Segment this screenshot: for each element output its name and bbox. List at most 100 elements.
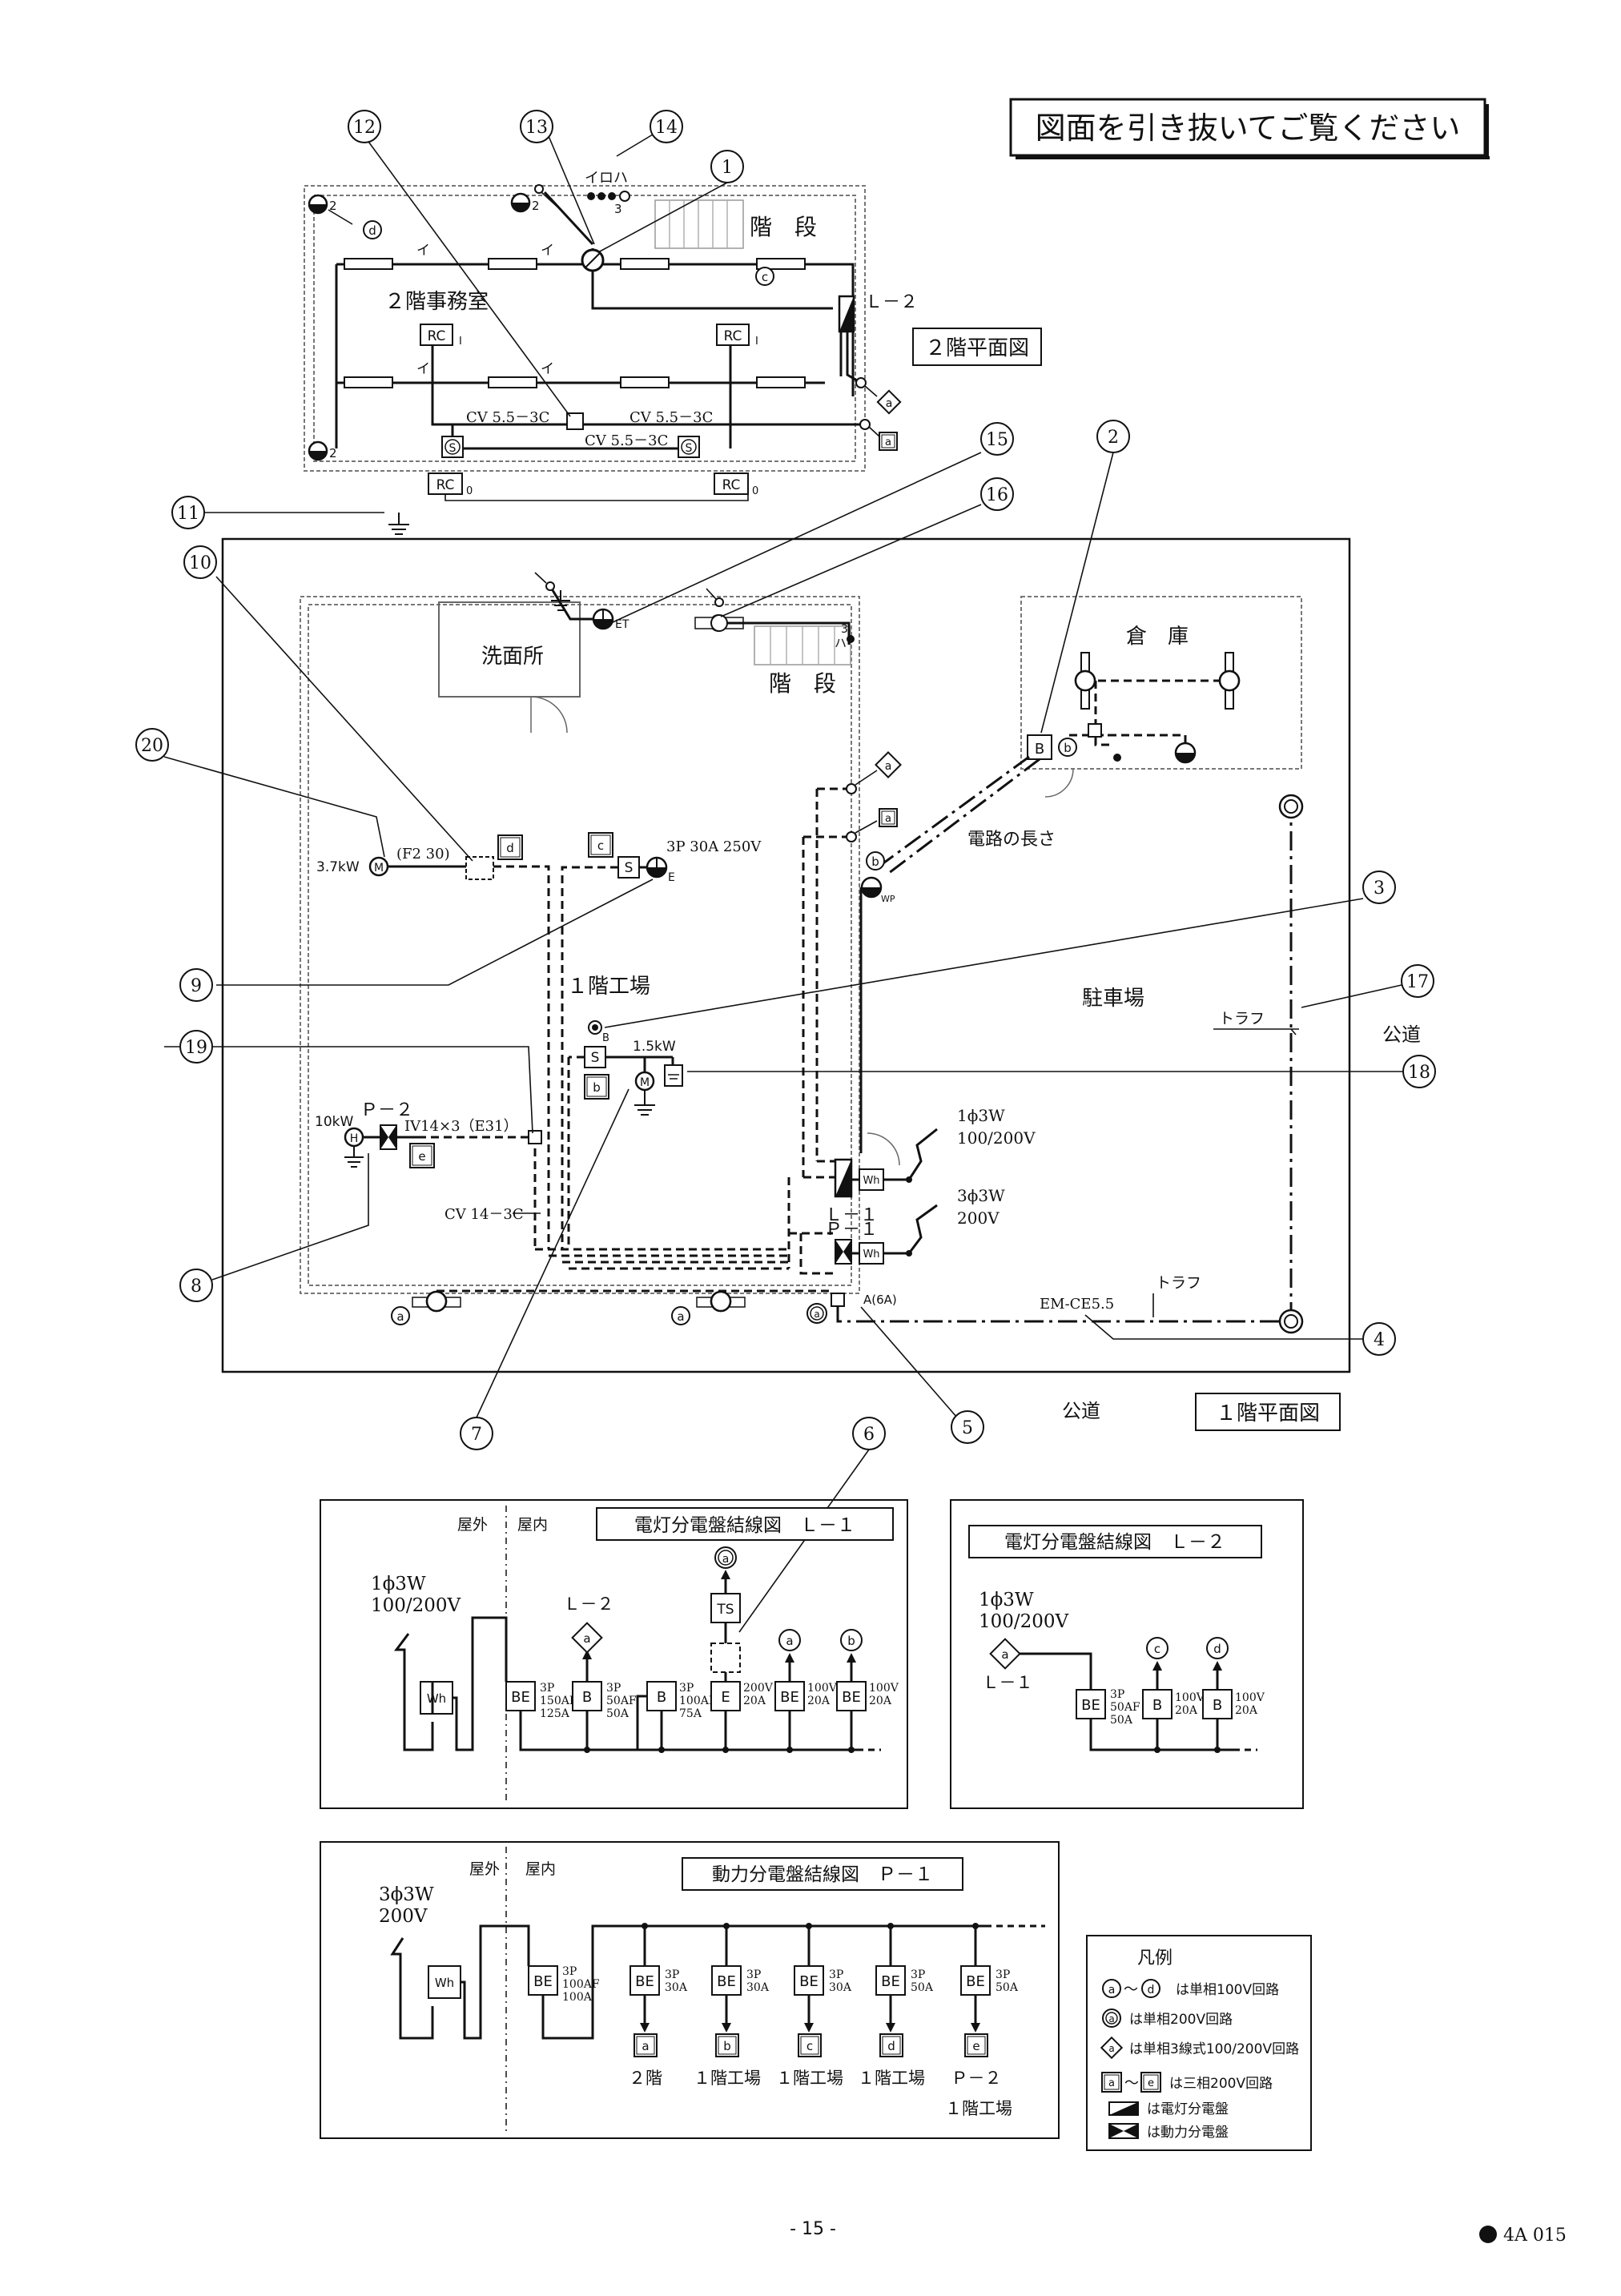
callout-circles: 1 2 3 4 5 6 7 8 9 10 11 12 13 14 15 16 1…: [135, 110, 1436, 1450]
callout-12: 12: [353, 118, 376, 138]
l1-diagram-indoor-text: 屋内: [517, 1516, 548, 1534]
p1-diagram-wh-text: Wh: [435, 1976, 454, 1990]
l1-diagram-breakers-2-code-text: B: [657, 1689, 666, 1706]
plan1-c-b-text: b: [871, 854, 879, 869]
plan1-p1-text: Ｐ－１: [825, 1220, 878, 1240]
p1-diagram-branches-1-r1-text: 3P: [746, 1968, 761, 1981]
bracket-light-stairs: ハ 3: [694, 588, 855, 650]
l2-diagram-supply-text: 1ϕ3W: [979, 1590, 1034, 1610]
pull-out-banner: 図面を引き抜いてご覧ください: [1009, 98, 1490, 159]
stairs-2f-label: 階 段: [750, 214, 817, 240]
l1-diagram-breakers-1-r1-text: 3P: [606, 1682, 621, 1695]
l2-diagram: 電灯分電盤結線図 Ｌ－２ 1ϕ3W 100/200V a Ｌ－１ BE 3P 5…: [950, 1499, 1304, 1809]
plan1-c-b-text: b: [1064, 741, 1072, 755]
plan1-c-d-text: d: [506, 841, 514, 855]
p1-diagram-branches-4-dest2-text: １階工場: [945, 2099, 1012, 2118]
p1-diagram-branches-4-code-text: BE: [966, 1973, 985, 1990]
p1-branch-c: BE 3P 30A c １階工場: [776, 1923, 852, 2088]
callout-4: 4: [1374, 1330, 1385, 1350]
callout-5: 5: [962, 1418, 973, 1438]
l1-diagram-breakers-3-r2-text: 20A: [743, 1695, 766, 1707]
l2-diagram-breakers-2-r1-text: 100V: [1235, 1691, 1265, 1704]
legend-row4-a-text: a: [1108, 2077, 1115, 2089]
p1-diagram-branches-2-code-text: BE: [799, 1973, 819, 1990]
l1-diagram-to-l2-text: Ｌ－２: [564, 1594, 614, 1614]
l2-diagram-breakers-0-code-text: BE: [1081, 1697, 1100, 1714]
plan1-wh-text: Wh: [863, 1175, 879, 1187]
stairs-1f: 階 段: [754, 625, 851, 697]
plan1-b-text: B: [602, 1032, 609, 1044]
l1-diagram-breakers-0-code-text: BE: [511, 1689, 530, 1706]
outlet-3p: S E 3P 30A 250V c: [561, 832, 762, 1249]
l1-diagram-c-b-text: b: [847, 1634, 855, 1648]
l2-diagram-title-text: 電灯分電盤結線図 Ｌ－２: [1004, 1532, 1225, 1553]
l2-diagram-breakers-1-code-text: B: [1152, 1697, 1162, 1714]
plan2-num-I-text: I: [459, 336, 462, 348]
callout-16: 16: [986, 485, 1008, 505]
l1-diagram-title-text: 電灯分電盤結線図 Ｌ－１: [634, 1515, 855, 1536]
legend-row4-b-text: e: [1148, 2077, 1154, 2089]
callout-20: 20: [141, 736, 163, 756]
callout-6: 6: [863, 1425, 875, 1445]
l1-diagram-breakers-2-r3-text: 75A: [679, 1707, 702, 1720]
callout-14: 14: [655, 118, 678, 138]
p1-diagram-branches-2-r1-text: 3P: [829, 1968, 843, 1981]
road-bottom-label: 公道: [1062, 1400, 1100, 1422]
plan1-title-box: [1195, 1393, 1341, 1431]
l1-diagram-breakers-0-r2-text: 150AF: [540, 1695, 577, 1707]
plan1-ha-text: ハ: [835, 636, 847, 650]
plan2-num-I-text: I: [755, 336, 758, 348]
l1-diagram-breakers-3-r1-text: 200V: [743, 1682, 774, 1695]
p1-diagram-supply-text: 3ϕ3W: [379, 1884, 434, 1905]
banner-text: 図面を引き抜いてご覧ください: [1036, 111, 1461, 146]
p1-diagram-branches-0-r2-text: 30A: [665, 1981, 688, 1994]
plan2-rc-text: RC: [428, 328, 446, 344]
callout-1: 1: [722, 158, 733, 178]
heater-10kw-p2: H 10kW Ｐ－２ IV14×3（E31） e: [315, 1100, 542, 1249]
l1-diagram-breakers-0-r1-text: 3P: [540, 1682, 554, 1695]
l2-diagram-c-c-text: c: [1154, 1642, 1160, 1656]
p1-diagram-branches-2-to-text: c: [806, 2039, 813, 2053]
p1-diagram: 屋外 屋内 動力分電盤結線図 Ｐ－１ 3ϕ3W 200V Wh BE 3P 10…: [320, 1841, 1060, 2139]
plan1-s-text: S: [625, 860, 634, 876]
p1-branch-d: BE 3P 50A d １階工場: [858, 1923, 934, 2088]
legend: 凡例 a ～ d は単相100V回路 a は単相200V回路 a は単相3線式1…: [1086, 1935, 1312, 2151]
plan1-c-a-text: a: [885, 813, 891, 825]
plan1-title: １階平面図: [1216, 1401, 1320, 1425]
callout-18: 18: [1408, 1063, 1430, 1083]
svg-text:H: H: [350, 1132, 359, 1145]
panel-p1: Ｐ－１ Wh 3ϕ3W 200V: [825, 1186, 1005, 1265]
plan2-s-text: S: [449, 442, 457, 455]
p1-diagram-main-r1-text: 3P: [562, 1965, 577, 1978]
p1-diagram-branches-1-dest-text: １階工場: [694, 2069, 761, 2088]
panel-l2: Ｌ－２: [838, 292, 918, 333]
plan2-title: ２階平面図: [925, 336, 1029, 360]
p1-diagram-outdoor-text: 屋外: [469, 1860, 500, 1878]
l2-diagram-from-l1-text: Ｌ－１: [983, 1673, 1033, 1692]
em-cable-label: EM-CE5.5: [1040, 1296, 1114, 1313]
l2-diagram-supply-v-text: 100/200V: [979, 1611, 1069, 1632]
p1-diagram-branches-3-r1-text: 3P: [911, 1968, 925, 1981]
motor-15kw: B S b M 1.5kW: [567, 1020, 683, 1249]
circuit-length-label: 電路の長さ: [967, 830, 1056, 850]
legend-row3-sym-text: a: [1108, 2043, 1114, 2054]
svg-text:M: M: [640, 1076, 650, 1089]
storage-label: 倉 庫: [1126, 625, 1189, 649]
l2-diagram-breakers-0-r3-text: 50A: [1110, 1714, 1133, 1727]
motor-37kw: M 3.7kW (F2 30) d: [316, 834, 550, 1249]
footer-code: 4A 015: [1503, 2226, 1567, 2246]
callout-11: 11: [177, 504, 199, 524]
ground-symbol-11: [388, 513, 409, 535]
p1-diagram-branches-0-r1-text: 3P: [665, 1968, 679, 1981]
plan2-title-box: [912, 328, 1042, 366]
l1-diagram-breakers-3-code-text: E: [721, 1689, 730, 1706]
cable-cv55-1: CV 5.5－3C: [466, 409, 549, 426]
callout-2: 2: [1108, 428, 1119, 448]
l2-diagram-breakers-0-r2-text: 50AF: [1110, 1701, 1140, 1714]
plan1-a6a-text: A(6A): [863, 1293, 897, 1307]
l1-diagram-breakers-2-r2-text: 100AF: [679, 1695, 717, 1707]
cable-cv14: CV 14－3C: [444, 1206, 524, 1223]
callout-7: 7: [471, 1425, 482, 1445]
circuit-a-square-2f: a: [885, 436, 891, 448]
